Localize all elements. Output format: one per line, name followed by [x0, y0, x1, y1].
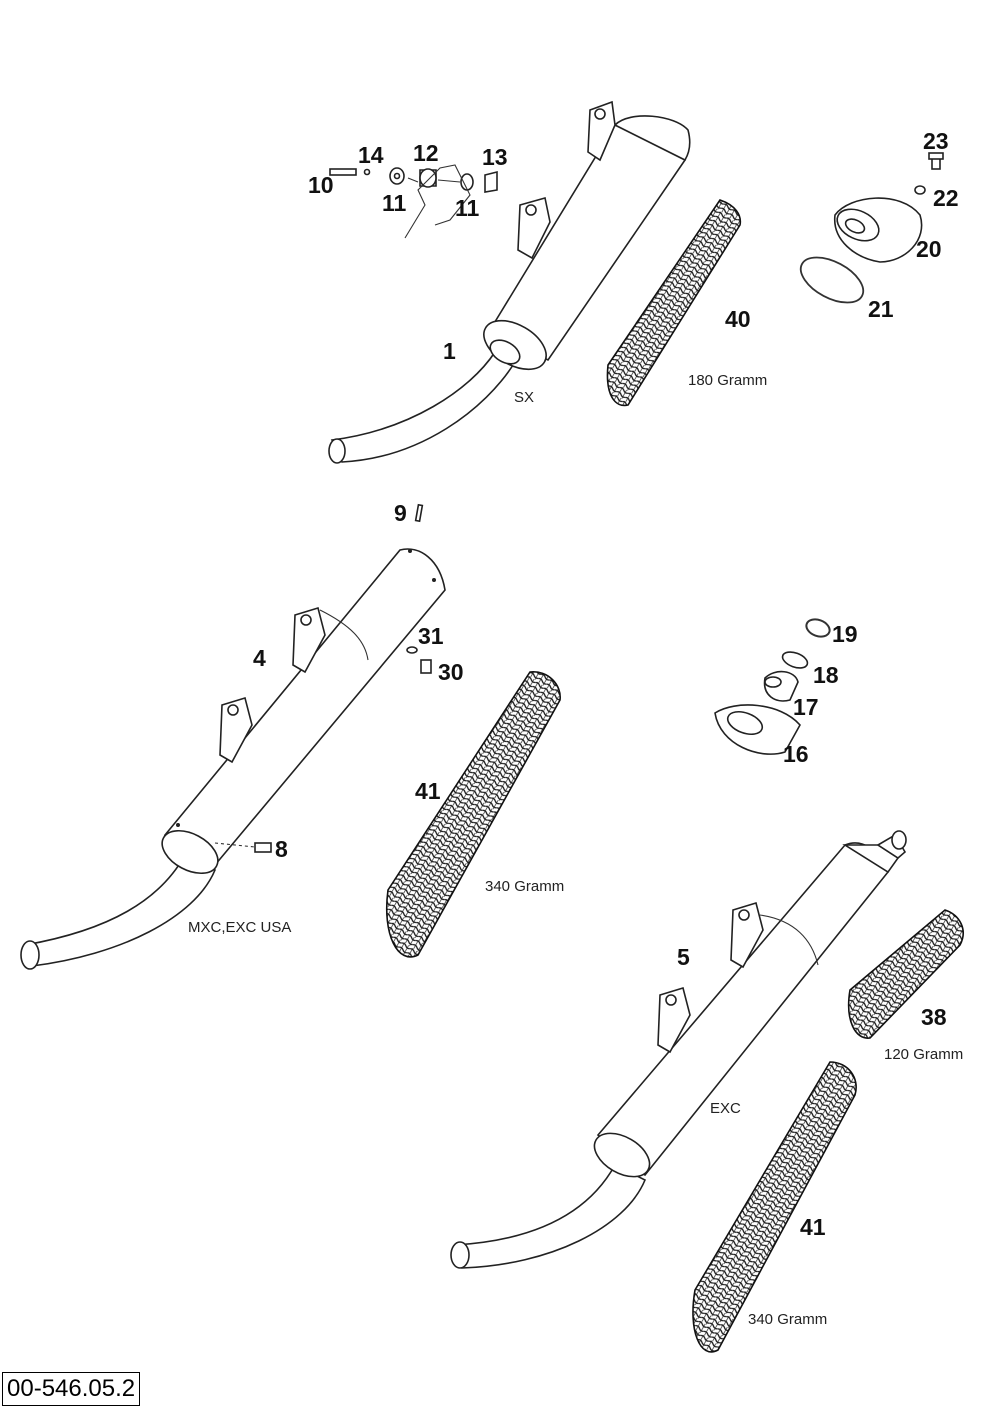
part-number-41: 41	[800, 1214, 826, 1240]
part-number-11: 11	[455, 195, 480, 221]
packing-41-upper	[386, 671, 561, 958]
part-number-16: 16	[783, 741, 809, 767]
packing-41-upper-weight: 340 Gramm	[485, 878, 564, 895]
packing-41-lower	[692, 1061, 857, 1353]
packing-38-weight: 120 Gramm	[884, 1046, 963, 1063]
part-number-22: 22	[933, 185, 959, 211]
part-number-9: 9	[394, 500, 407, 526]
part-number-10: 10	[308, 172, 334, 198]
part-number-13: 13	[482, 144, 508, 170]
screw-9	[414, 503, 424, 523]
mxc-exc-usa-silencer	[20, 548, 446, 970]
part-number-4: 4	[253, 645, 266, 671]
sx-variant-caption: SX	[514, 389, 534, 406]
packing-38	[847, 909, 964, 1039]
part-number-30: 30	[438, 659, 464, 685]
mxc-exc-usa-variant-caption: MXC,EXC USA	[188, 919, 291, 936]
packing-41-lower-weight: 340 Gramm	[748, 1311, 827, 1328]
sx-end-cap	[799, 152, 944, 304]
part-number-5: 5	[677, 944, 690, 970]
exc-variant-caption: EXC	[710, 1100, 741, 1117]
part-number-41: 41	[415, 778, 441, 804]
part-number-8: 8	[275, 836, 288, 862]
part-number-11: 11	[382, 190, 407, 216]
drawing-code-label: 00-546.05.2	[2, 1372, 141, 1406]
part-number-19: 19	[832, 621, 858, 647]
part-number-1: 1	[443, 338, 456, 364]
sx-mount-hardware	[329, 164, 498, 239]
exc-silencer	[450, 830, 907, 1269]
sx-silencer	[328, 100, 691, 464]
part-number-14: 14	[358, 142, 384, 168]
part-number-31: 31	[418, 623, 444, 649]
part-number-12: 12	[413, 140, 439, 166]
part-number-17: 17	[793, 694, 819, 720]
part-number-38: 38	[921, 1004, 947, 1030]
exc-end-cap	[714, 618, 831, 755]
part-number-21: 21	[868, 296, 894, 322]
part-number-18: 18	[813, 662, 839, 688]
packing-40-weight: 180 Gramm	[688, 372, 767, 389]
packing-40	[606, 199, 742, 407]
part-number-20: 20	[916, 236, 942, 262]
part-number-40: 40	[725, 306, 751, 332]
part-number-23: 23	[923, 128, 949, 154]
fasteners-30-31-8	[214, 646, 432, 853]
